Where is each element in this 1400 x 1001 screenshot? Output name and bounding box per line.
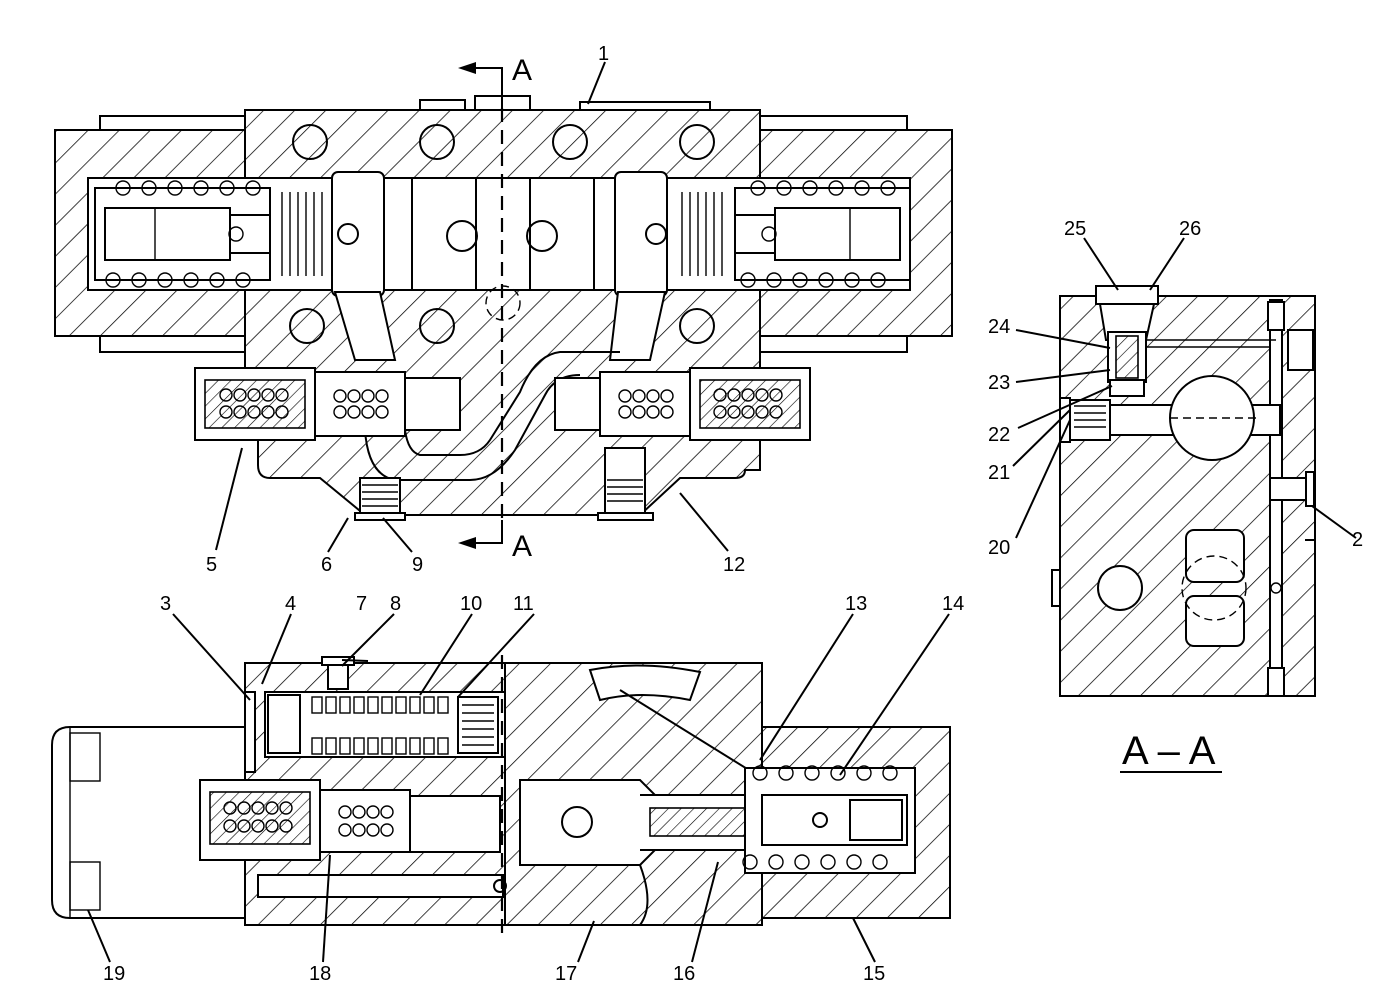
callout-26: 26 — [1179, 218, 1201, 240]
relief-spring-right — [713, 388, 783, 419]
right-spring-coils-bottom — [742, 765, 898, 870]
top-view: A A — [54, 54, 953, 563]
section-arrow-top — [458, 62, 476, 74]
left-spring-retainer — [104, 207, 231, 261]
check-spring-bottom — [338, 805, 394, 837]
spool-grooves — [281, 192, 723, 276]
section-letter-top: A — [512, 54, 532, 87]
right-spring-coils — [740, 180, 896, 288]
section-title: A – A — [1122, 729, 1216, 773]
relief-spring-bottom — [223, 801, 293, 833]
leader-lines — [87, 61, 1357, 963]
callout-19: 19 — [103, 963, 125, 985]
check-valve-right — [599, 371, 691, 437]
callout-22: 22 — [988, 424, 1010, 446]
section-letter-bottom: A — [512, 530, 532, 563]
callout-14: 14 — [942, 593, 964, 615]
callout-25: 25 — [1064, 218, 1086, 240]
callouts: 1 2 3 4 5 6 7 8 9 10 11 12 13 14 15 16 1… — [103, 43, 1363, 985]
top-port-boss-a — [419, 99, 466, 111]
callout-12: 12 — [723, 554, 745, 576]
callout-17: 17 — [555, 963, 577, 985]
callout-1: 1 — [598, 43, 609, 65]
spool-land-4 — [614, 171, 668, 297]
check-spring-left — [333, 389, 389, 419]
callout-8: 8 — [390, 593, 401, 615]
section-a-a-view — [1051, 285, 1316, 697]
callout-9: 9 — [412, 554, 423, 576]
callout-16: 16 — [673, 963, 695, 985]
port-thread-left — [359, 477, 401, 514]
left-spring-coils — [105, 180, 261, 288]
callout-20: 20 — [988, 537, 1010, 559]
callout-4: 4 — [285, 593, 296, 615]
spool-land-3 — [529, 177, 595, 291]
callout-23: 23 — [988, 372, 1010, 394]
section-arrow-bottom — [458, 537, 476, 549]
bottom-view — [51, 655, 951, 935]
callout-21: 21 — [988, 462, 1010, 484]
callout-11: 11 — [513, 593, 534, 615]
relief-spring-left — [219, 388, 289, 419]
body-hole — [292, 124, 328, 160]
check-valve-bottom — [319, 789, 411, 853]
callout-7: 7 — [356, 593, 367, 615]
callout-18: 18 — [309, 963, 331, 985]
callout-13: 13 — [845, 593, 867, 615]
callout-6: 6 — [321, 554, 332, 576]
main-spool-bottom — [519, 779, 656, 866]
callout-24: 24 — [988, 316, 1010, 338]
callout-10: 10 — [460, 593, 482, 615]
check-spring-right — [618, 389, 674, 419]
callout-5: 5 — [206, 554, 217, 576]
top-port-plug — [579, 101, 711, 111]
check-valve-left — [314, 371, 406, 437]
callout-3: 3 — [160, 593, 171, 615]
callout-15: 15 — [863, 963, 885, 985]
spool-land-2 — [411, 177, 477, 291]
right-spring-retainer — [774, 207, 901, 261]
pilot-spool-lands — [311, 696, 449, 755]
callout-2: 2 — [1352, 529, 1363, 551]
plug-cap — [1095, 285, 1159, 305]
